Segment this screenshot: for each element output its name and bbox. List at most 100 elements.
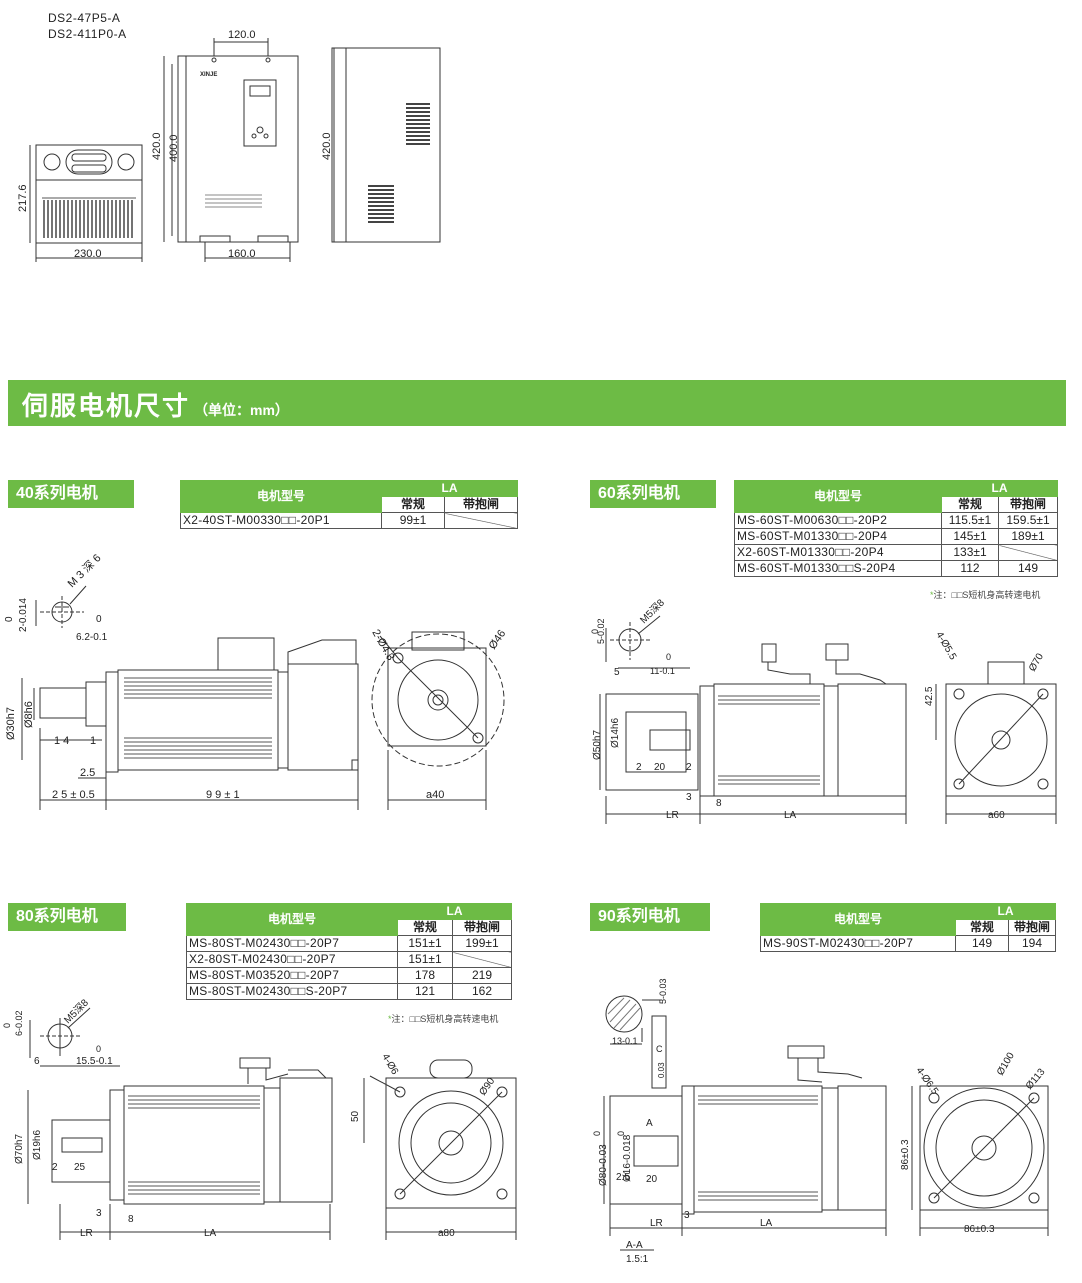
d80-2: 2 [52,1162,58,1173]
d60-20: 20 [654,762,666,773]
d40-2p5: 2.5 [80,767,95,779]
d80-shaft: Ø19h6 [32,1130,43,1160]
series-40-table: 电机型号 LA 常规 带抱闸 X2-40ST-M00330□□-20P1 99±… [180,480,518,529]
d80-k2-top: 0 [96,1044,101,1054]
d40-14: 1 4 [54,735,69,747]
d40-flange: Ø30h7 [5,707,17,740]
d90-shaft-top: 0 [616,1131,626,1136]
d90-3: 3 [684,1210,690,1221]
d60-shaft: Ø14h6 [610,718,621,748]
section-banner: 伺服电机尺寸（单位：mm） [8,380,1066,426]
d40-holes: 2-Ø4.3 [369,628,396,663]
d90-c: C [656,1044,663,1054]
header-normal: 常规 [381,496,445,513]
series-40-tag: 40系列电机 [8,480,134,508]
d90-shaft: Ø16-0.018 [622,1134,633,1182]
d80-flange: Ø70h7 [14,1134,25,1164]
d90-h: 86±0.3 [900,1139,911,1170]
d90-scale: 1.5:1 [626,1254,649,1265]
d80-a: a80 [438,1228,455,1239]
dim-420-side: 420.0 [321,132,333,160]
drive-model-labels: DS2-47P5-A DS2-411P0-A [48,10,127,42]
d60-5: 5 [614,667,620,678]
drive-brand: XINJE [200,72,217,78]
series-60-tag: 60系列电机 [590,480,716,508]
d90-k5: 5-0.03 [658,978,668,1004]
d60-k2-bot: 11-0.1 [650,666,675,676]
d90-lr: LR [650,1218,663,1229]
d40-1: 1 [90,735,96,747]
table-row: MS-80ST-M02430□□-20P7 151±1 199±1 [186,935,512,952]
d40-key-bot: 2-0.014 [18,598,29,632]
table-row: MS-60ST-M00630□□-20P2 115.5±1 159.5±1 [734,512,1058,529]
series-90-drawing: 5-0.03 13-0.1 C 0.03 0 Ø80-0.03 0 Ø16-0.… [592,978,1049,1265]
series-60-table: 电机型号 LA 常规 带抱闸 MS-60ST-M00630□□-20P2 115… [734,480,1058,577]
d60-k2-top: 0 [666,652,671,662]
d60-lr: LR [666,810,679,821]
d40-a: a40 [426,789,444,801]
table-row: MS-80ST-M02430□□S-20P7 121 162 [186,983,512,1000]
d60-pcd: Ø70 [1027,651,1046,673]
header-brake: 带抱闸 [444,496,518,513]
d40-la: 9 9 ± 1 [206,789,240,801]
dim-217: 217.6 [17,184,29,212]
d80-k-top: 0 [2,1023,12,1028]
d80-8: 8 [128,1214,134,1225]
series-90-tag: 90系列电机 [590,903,710,931]
d90-flange-top: 0 [592,1131,602,1136]
d90-holes: 4-Ø6.5 [914,1065,941,1097]
dim-420-front: 420.0 [151,132,163,160]
d60-la: LA [784,810,797,821]
table-row: X2-80ST-M02430□□-20P7 151±1 [186,951,512,968]
section-title: 伺服电机尺寸（单位：mm） [22,391,289,421]
d60-holes: 4-Ø5.5 [933,630,958,662]
d80-k2-bot: 15.5-0.1 [76,1056,113,1067]
d90-section: A-A [626,1240,643,1251]
d40-key2-bot: 6.2-0.1 [76,632,108,643]
dim-400: 400.0 [168,134,180,162]
dim-230: 230.0 [74,248,102,260]
series-80-note: *注：□□S短机身高转速电机 [388,1014,499,1024]
d80-holes: 4-Ø6 [379,1052,400,1077]
drive-model-2: DS2-411P0-A [48,27,127,41]
series-80-tag: 80系列电机 [8,903,126,931]
series-80-table: 电机型号 LA 常规 带抱闸 MS-80ST-M02430□□-20P7 151… [186,903,512,1000]
d90-la: LA [760,1218,773,1229]
d60-a: a60 [988,810,1005,821]
table-row: X2-60ST-M01330□□-20P4 133±1 [734,544,1058,561]
d80-h: 50 [350,1110,361,1122]
d60-k-top: 0 [590,629,600,634]
d40-shaft: Ø8h6 [23,701,35,728]
d60-8: 8 [716,798,722,809]
d60-3: 3 [686,792,692,803]
series-90-table: 电机型号 LA 常规 带抱闸 MS-90ST-M02430□□-20P7 149… [760,903,1056,952]
d90-a-label: A [646,1118,653,1129]
d80-lr: LR [80,1228,93,1239]
table-row: X2-40ST-M00330□□-20P1 99±1 [180,512,518,529]
d80-la: LA [204,1228,217,1239]
d90-2p5: 2.5 [616,1172,630,1183]
series-40-drawing: M 3 深 6 0 2-0.014 0 6.2-0.1 Ø30h7 Ø8h6 1… [4,552,509,810]
d90-t: 0.03 [657,1062,666,1078]
d90-20: 20 [646,1174,658,1185]
d40-key2-top: 0 [96,614,102,625]
d40-thread: M 3 深 6 [65,552,104,591]
d90-flange: Ø80-0.03 [598,1144,609,1186]
series-60-note: *注：□□S短机身高转速电机 [930,590,1041,600]
d80-pcd: Ø90 [477,1076,497,1098]
d40-pcd: Ø46 [487,628,509,652]
header-la: LA [381,480,518,497]
d80-25: 25 [74,1162,86,1173]
d90-pcd2: Ø113 [1024,1066,1048,1092]
drive-model-1: DS2-47P5-A [48,11,121,25]
d80-3: 3 [96,1208,102,1219]
d90-pcd1: Ø100 [995,1050,1017,1077]
section-unit: （单位：mm） [194,402,289,418]
d80-k-bot: 6-0.02 [14,1010,24,1036]
series-60-drawing: M5深8 0 5-0.02 5 0 11-0.1 Ø50h7 Ø14h6 2 2… [590,596,1057,824]
d60-2a: 2 [636,762,642,773]
d60-2b: 2 [686,762,692,773]
table-row: MS-90ST-M02430□□-20P7 149 194 [760,935,1056,952]
table-row: MS-60ST-M01330□□S-20P4 112 149 [734,560,1058,577]
series-80-drawing: M5深8 0 6-0.02 6 0 15.5-0.1 Ø70h7 Ø19h6 2… [2,996,517,1240]
